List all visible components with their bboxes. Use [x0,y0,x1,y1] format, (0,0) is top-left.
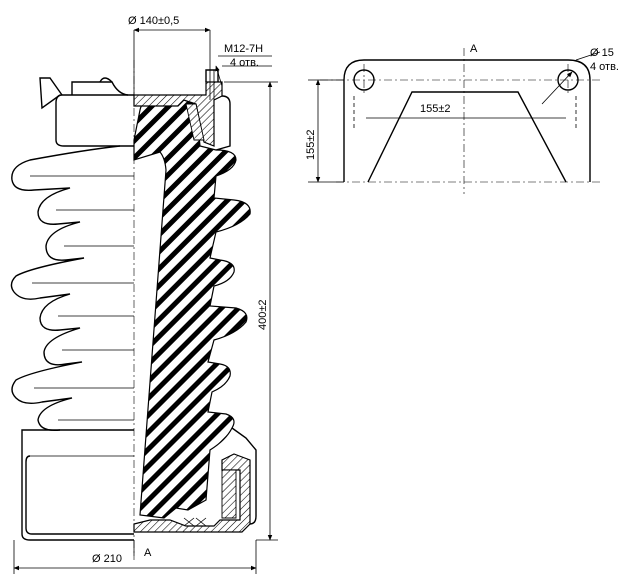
dimension-flange-diameter: Ø 140±0,5 [128,15,211,98]
height-label: 400±2 [257,299,269,330]
section-mark: A [133,540,152,559]
dimension-height: 400±2 [224,81,278,541]
dimension-base-diameter: Ø 210 [13,540,257,574]
section-mark-label: A [144,547,152,559]
insulator-section-view [133,69,257,533]
insulator-exterior-view [10,77,134,541]
base-diameter-label: Ø 210 [92,553,122,565]
view-a: A 155±2 Ø 15 4 отв. 155±2 [305,43,619,194]
hole-diameter-label: Ø 15 [590,47,614,59]
hole-spacing-label: 155±2 [420,103,451,115]
thread-count-label: 4 отв. [230,57,259,69]
hole-count-label: 4 отв. [590,61,619,73]
dimension-thread: M12-7H 4 отв. [215,43,272,87]
view-height-label: 155±2 [305,129,317,160]
flange-diameter-label: Ø 140±0,5 [128,15,179,27]
thread-label: M12-7H [224,43,263,55]
view-mark-label: A [470,43,478,55]
